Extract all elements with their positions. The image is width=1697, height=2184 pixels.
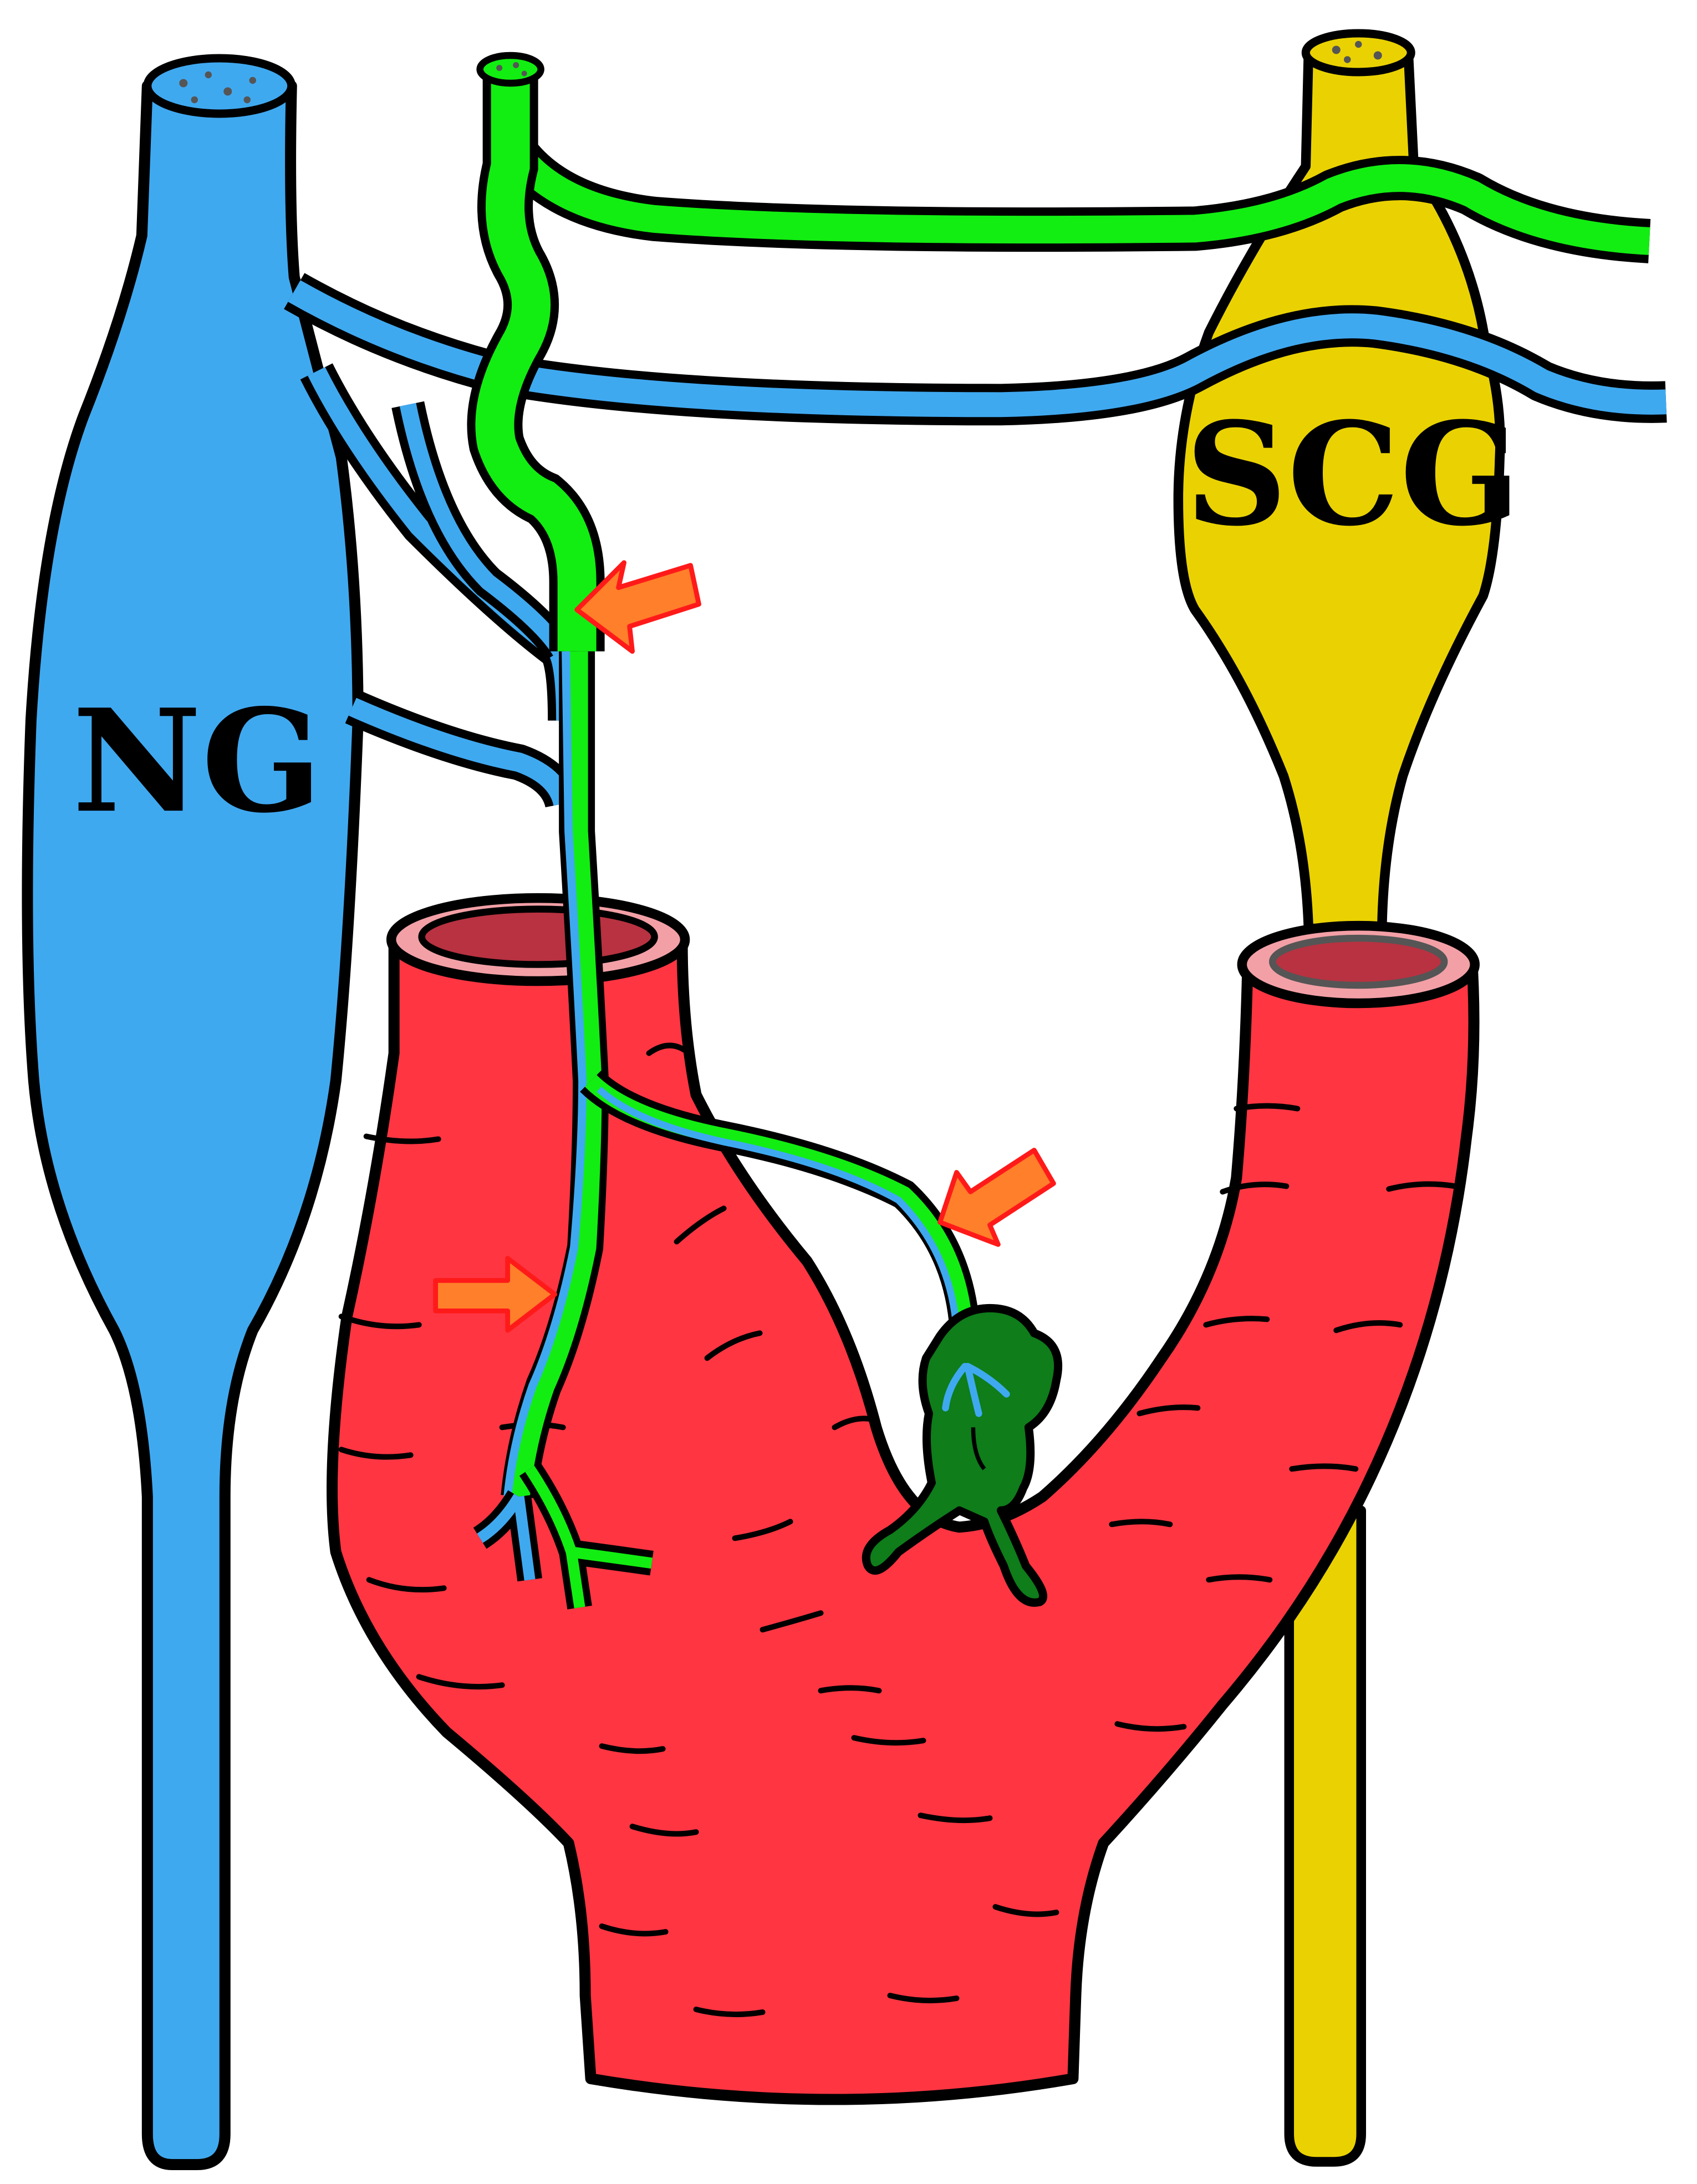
cb-branch-blue-core <box>597 1086 963 1372</box>
scg-label: SCG <box>1185 392 1521 558</box>
arrow-right <box>937 1148 1056 1247</box>
indicator-arrows <box>433 560 1056 1333</box>
blue-branch-middle <box>400 403 568 656</box>
scg-cut-end <box>1301 29 1415 77</box>
green-horizontal-nerve <box>498 139 1651 263</box>
carotid-body-shape <box>862 1304 1063 1607</box>
blue-branch-lower <box>348 698 573 806</box>
green-vertical-nerve <box>467 52 605 651</box>
carotid-body-hilum <box>971 1427 986 1470</box>
sinus-split-green <box>525 1465 653 1608</box>
nodose-ganglion: NG <box>22 54 364 2171</box>
green-horizontal-fill <box>504 144 1650 255</box>
superior-cervical-ganglion: SCG <box>1173 29 1521 2167</box>
right-artery-lumen <box>1269 934 1448 989</box>
sinus-trunk-blue-core <box>503 651 587 1498</box>
scg-lower-trunk <box>1284 1505 1367 2167</box>
scg-cut-dots <box>1332 40 1382 63</box>
arrow-upper <box>574 560 701 654</box>
sinus-split-blue <box>477 1494 536 1581</box>
sinus-nerve-green-blue <box>473 651 983 1610</box>
left-artery-lumen <box>418 905 658 968</box>
ng-cut-end <box>143 54 296 118</box>
ng-cut-dots <box>179 71 257 104</box>
arrow-lower-left <box>433 1256 558 1333</box>
carotid-body <box>862 1304 1063 1607</box>
sinus-trunk-green <box>507 651 602 1498</box>
carotid-body-fibers <box>942 1363 1010 1417</box>
artery-wrinkles <box>338 1042 1459 2018</box>
green-vertical-fill <box>475 74 597 651</box>
green-cut-dots <box>496 62 527 77</box>
green-nerve-cut-end <box>476 52 544 87</box>
ng-body <box>22 80 364 2171</box>
ng-label: NG <box>72 679 322 844</box>
